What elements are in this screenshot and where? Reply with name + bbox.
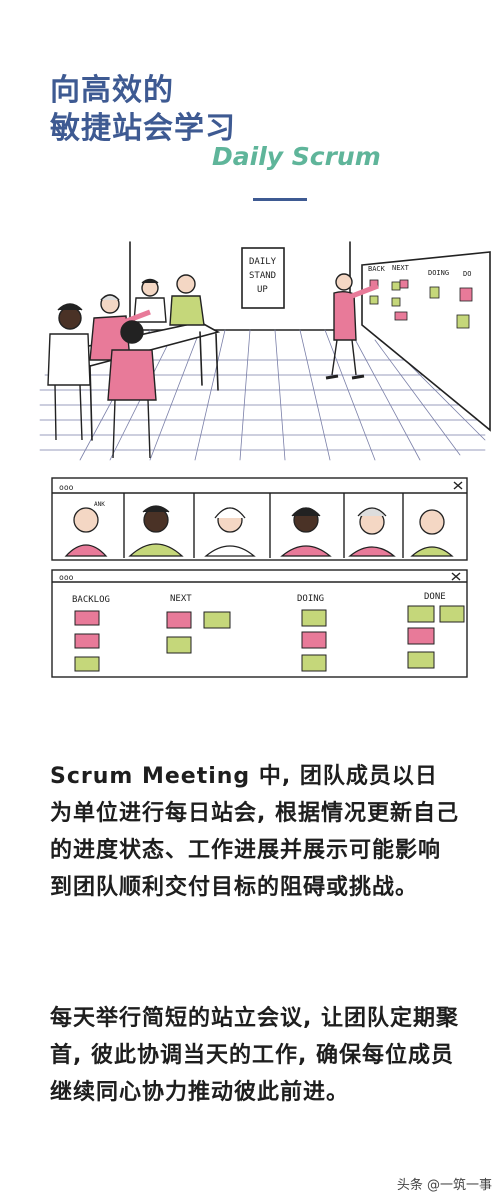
illustration: DAILY STAND UP BACK NEXT DOING DO	[39, 241, 491, 678]
sign-line-1: DAILY	[249, 257, 277, 267]
title-line-2: 敏捷站会学习	[50, 111, 236, 146]
page-subtitle: Daily Scrum	[212, 142, 381, 171]
video-call-window	[51, 477, 468, 561]
board-stickies	[369, 279, 473, 329]
board-col-doing: DOING	[428, 269, 449, 277]
presenter-person	[325, 273, 379, 380]
page-title: 向高效的 敏捷站会学习	[50, 72, 236, 148]
meeting-group	[47, 274, 205, 459]
kanban-col-doing: DOING	[297, 594, 324, 604]
kanban-col-next: NEXT	[170, 594, 192, 604]
body-paragraph-2: 每天举行简短的站立会议, 让团队定期聚首, 彼此协调当天的工作, 确保每位成员继…	[50, 1006, 460, 1105]
board-col-next: NEXT	[392, 264, 410, 272]
board-col-do: DO	[463, 270, 471, 278]
participant-name: ANK	[94, 501, 105, 508]
video-participants	[64, 505, 454, 557]
kanban-stickies	[74, 605, 465, 672]
sign-line-3: UP	[257, 285, 268, 295]
sign-line-2: STAND	[249, 271, 276, 281]
kanban-window	[51, 569, 468, 678]
body-paragraph-1: Scrum Meeting 中, 团队成员以日为单位进行每日站会, 根据情况更新…	[50, 764, 460, 900]
board-col-back: BACK	[368, 265, 386, 273]
title-underline	[253, 198, 307, 201]
video-window-controls: ooo	[59, 483, 74, 492]
kanban-col-backlog: BACKLOG	[72, 595, 110, 605]
kanban-window-controls: ooo	[59, 573, 74, 582]
kanban-col-done: DONE	[424, 592, 446, 602]
title-line-1: 向高效的	[50, 73, 174, 108]
watermark: 头条 @一筑一事	[396, 1178, 492, 1193]
